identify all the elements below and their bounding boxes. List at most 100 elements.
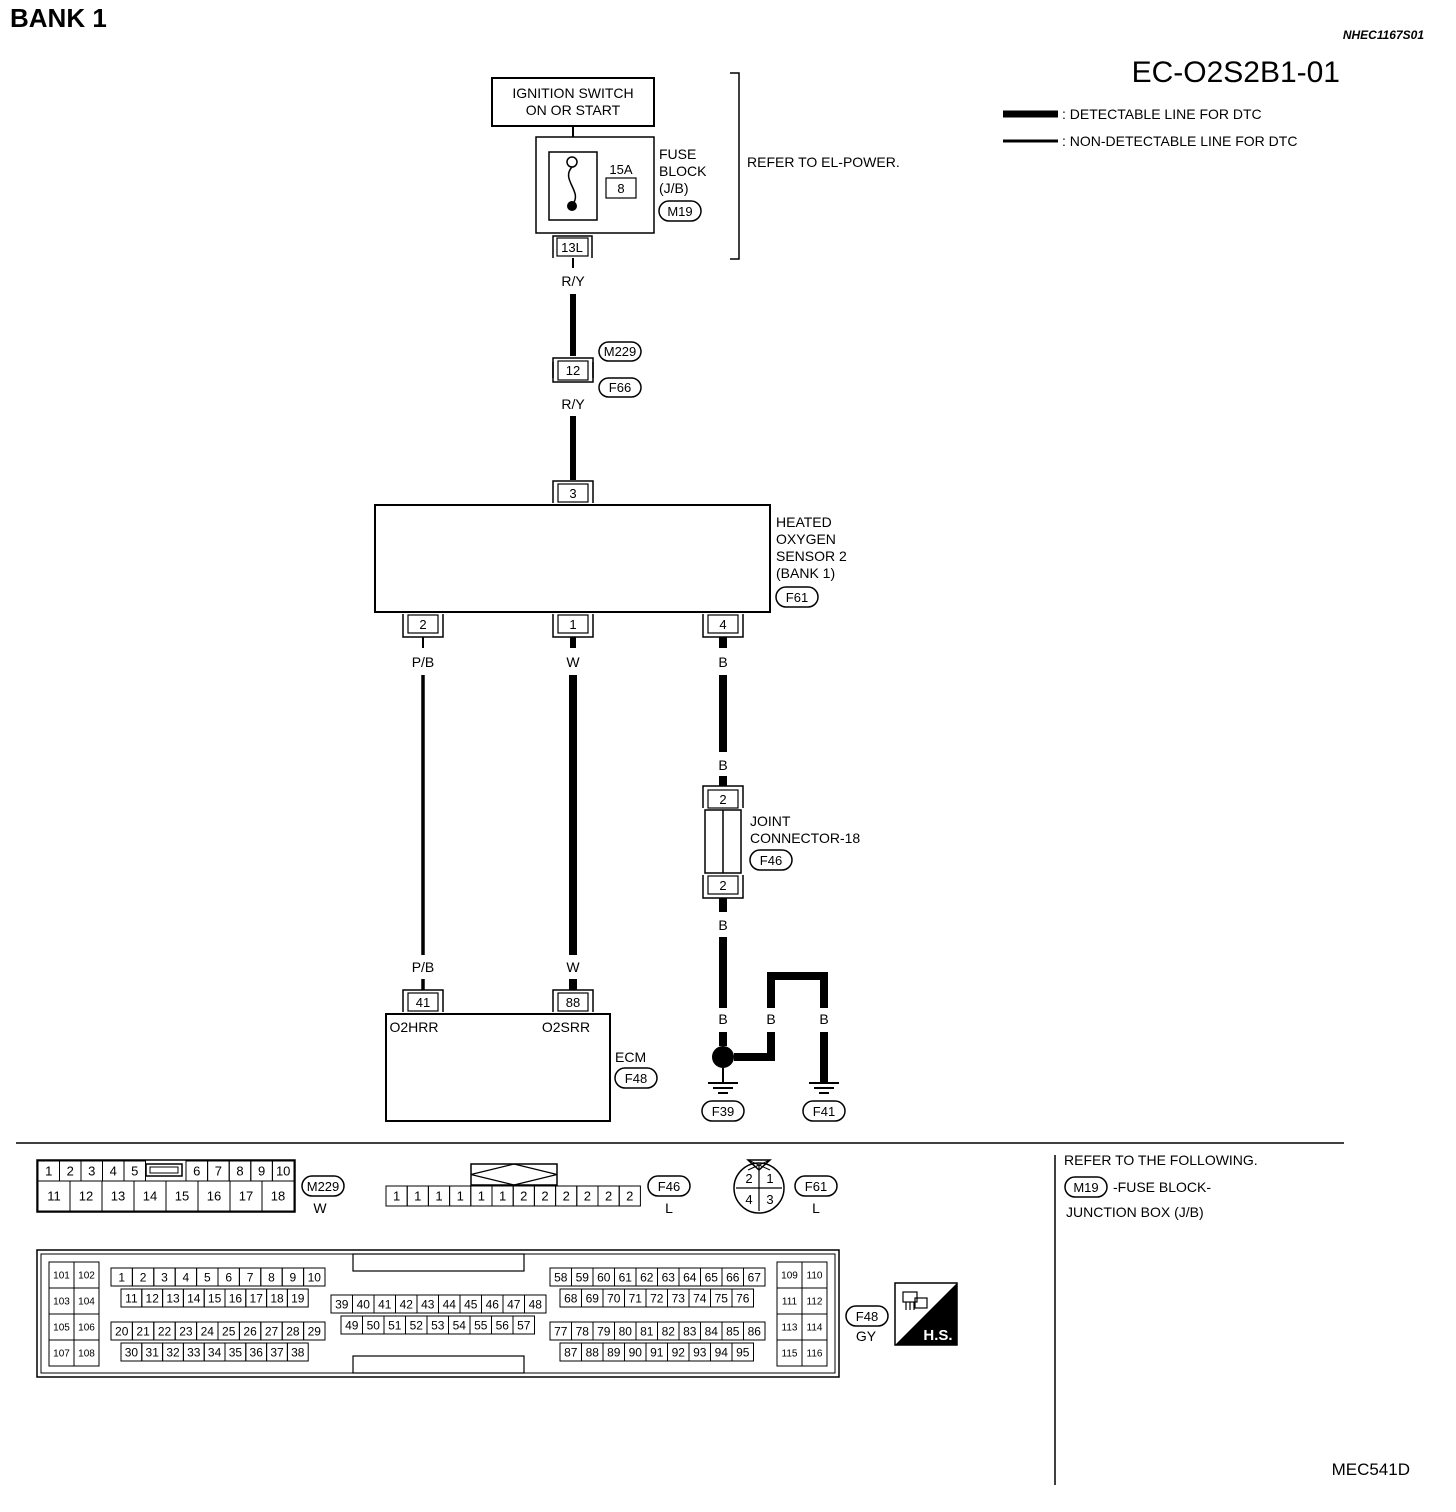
pin-cell xyxy=(731,1288,754,1308)
pin-number: 109 xyxy=(781,1271,798,1282)
connector-color: L xyxy=(812,1200,820,1216)
pin-number: 11 xyxy=(125,1291,138,1305)
pin-cell xyxy=(743,1267,766,1287)
pin-number: 9 xyxy=(290,1270,297,1284)
pin-cell xyxy=(801,1339,828,1367)
pin-number: 18 xyxy=(271,1189,285,1204)
pin-number: 29 xyxy=(308,1324,322,1338)
svg-text:4: 4 xyxy=(745,1192,752,1207)
pin-number: 10 xyxy=(276,1164,290,1179)
svg-text:OXYGEN: OXYGEN xyxy=(776,531,836,547)
svg-text:-FUSE BLOCK-: -FUSE BLOCK- xyxy=(1113,1179,1211,1195)
legend-detectable: : DETECTABLE LINE FOR DTC xyxy=(1062,106,1262,122)
ground-icon xyxy=(708,1082,738,1094)
pin-number: 2 xyxy=(140,1270,147,1284)
connector-color: L xyxy=(665,1200,673,1216)
pin-number: 94 xyxy=(715,1345,729,1359)
pin-number: 52 xyxy=(410,1318,424,1332)
svg-text:41: 41 xyxy=(416,995,430,1010)
pin-number: 22 xyxy=(158,1324,172,1338)
pin-number: 2 xyxy=(584,1189,591,1204)
fuse-terminal-label: 13L xyxy=(561,240,583,255)
fuse-element-icon xyxy=(567,166,577,206)
pin-number: 2 xyxy=(520,1189,527,1204)
pin-number: 44 xyxy=(443,1297,457,1311)
pin-number: 61 xyxy=(619,1270,633,1284)
pin-number: 31 xyxy=(146,1345,160,1359)
pin-number: 48 xyxy=(529,1297,543,1311)
pin-number: 57 xyxy=(517,1318,531,1332)
svg-text:2: 2 xyxy=(719,792,726,807)
pin-number: 2 xyxy=(563,1189,570,1204)
pin-number: 111 xyxy=(782,1297,798,1308)
connector-id: F46 xyxy=(658,1179,680,1194)
pin-number: 25 xyxy=(222,1324,236,1338)
svg-text:1: 1 xyxy=(766,1171,773,1186)
wire-color-label: B xyxy=(718,917,727,933)
svg-text:ON OR START: ON OR START xyxy=(526,102,621,118)
pin-number: 54 xyxy=(453,1318,467,1332)
pin-number: 9 xyxy=(258,1164,265,1179)
svg-text:H.S.: H.S. xyxy=(923,1327,952,1344)
pin-number: 7 xyxy=(215,1164,222,1179)
ecm-terminal-o2srr: O2SRR xyxy=(542,1019,590,1035)
connector-key xyxy=(145,1163,183,1177)
connector-view-f61: 2 1 4 3 xyxy=(733,1159,785,1214)
svg-text:3: 3 xyxy=(569,486,576,501)
pin-number: 16 xyxy=(207,1189,221,1204)
pin-number: 116 xyxy=(807,1349,823,1360)
pin-number: 89 xyxy=(607,1345,621,1359)
pin-number: 13 xyxy=(166,1291,180,1305)
pin-number: 92 xyxy=(672,1345,686,1359)
pin-number: 105 xyxy=(53,1323,70,1334)
pin-number: 17 xyxy=(239,1189,253,1204)
pin-number: 2 xyxy=(541,1189,548,1204)
pin-number: 1 xyxy=(457,1189,464,1204)
splice-icon xyxy=(712,1046,734,1068)
pin-number: 27 xyxy=(265,1324,279,1338)
pin-number: 5 xyxy=(204,1270,211,1284)
pin-number: 1 xyxy=(478,1189,485,1204)
ecm-label: ECM xyxy=(615,1049,646,1065)
wire-color-label: W xyxy=(566,959,580,975)
pin-cell xyxy=(73,1339,100,1367)
fuse-amperage: 15A xyxy=(609,162,632,177)
refer-following: REFER TO THE FOLLOWING. M19 -FUSE BLOCK-… xyxy=(1064,1152,1258,1220)
svg-text:2: 2 xyxy=(719,878,726,893)
pin-number: 114 xyxy=(807,1323,823,1334)
pin-number: 37 xyxy=(270,1345,284,1359)
pin-number: 112 xyxy=(807,1297,823,1308)
pin-cell xyxy=(731,1342,754,1362)
fuse-terminal-icon xyxy=(566,156,578,168)
pin-number: 70 xyxy=(607,1291,621,1305)
pin-number: 12 xyxy=(79,1189,93,1204)
svg-text:2: 2 xyxy=(419,617,426,632)
pin-number: 49 xyxy=(345,1318,359,1332)
svg-text:1: 1 xyxy=(569,617,576,632)
refer-bracket: REFER TO EL-POWER. xyxy=(730,72,900,260)
wire-color-label: R/Y xyxy=(561,273,585,289)
pin-number: 69 xyxy=(586,1291,600,1305)
ground-icon xyxy=(809,1082,839,1094)
pin-number: 95 xyxy=(736,1345,750,1359)
pin-number: 55 xyxy=(474,1318,488,1332)
pin-number: 3 xyxy=(161,1270,168,1284)
svg-text:SENSOR 2: SENSOR 2 xyxy=(776,548,847,564)
pin-number: 41 xyxy=(378,1297,392,1311)
pin-number: 26 xyxy=(243,1324,257,1338)
harness-connector-icon xyxy=(902,1291,928,1310)
pin-number: 20 xyxy=(115,1324,129,1338)
section-title: BANK 1 xyxy=(10,3,107,33)
pin-number: 81 xyxy=(640,1324,654,1338)
svg-text:3: 3 xyxy=(766,1192,773,1207)
pin-number: 45 xyxy=(464,1297,478,1311)
connector-id: F61 xyxy=(805,1179,827,1194)
pin-number: 74 xyxy=(693,1291,707,1305)
pin-number: 77 xyxy=(554,1324,568,1338)
pin-number: 88 xyxy=(586,1345,600,1359)
svg-text:BLOCK: BLOCK xyxy=(659,163,707,179)
svg-text:CONNECTOR-18: CONNECTOR-18 xyxy=(750,830,860,846)
svg-text:REFER TO THE FOLLOWING.: REFER TO THE FOLLOWING. xyxy=(1064,1152,1258,1168)
